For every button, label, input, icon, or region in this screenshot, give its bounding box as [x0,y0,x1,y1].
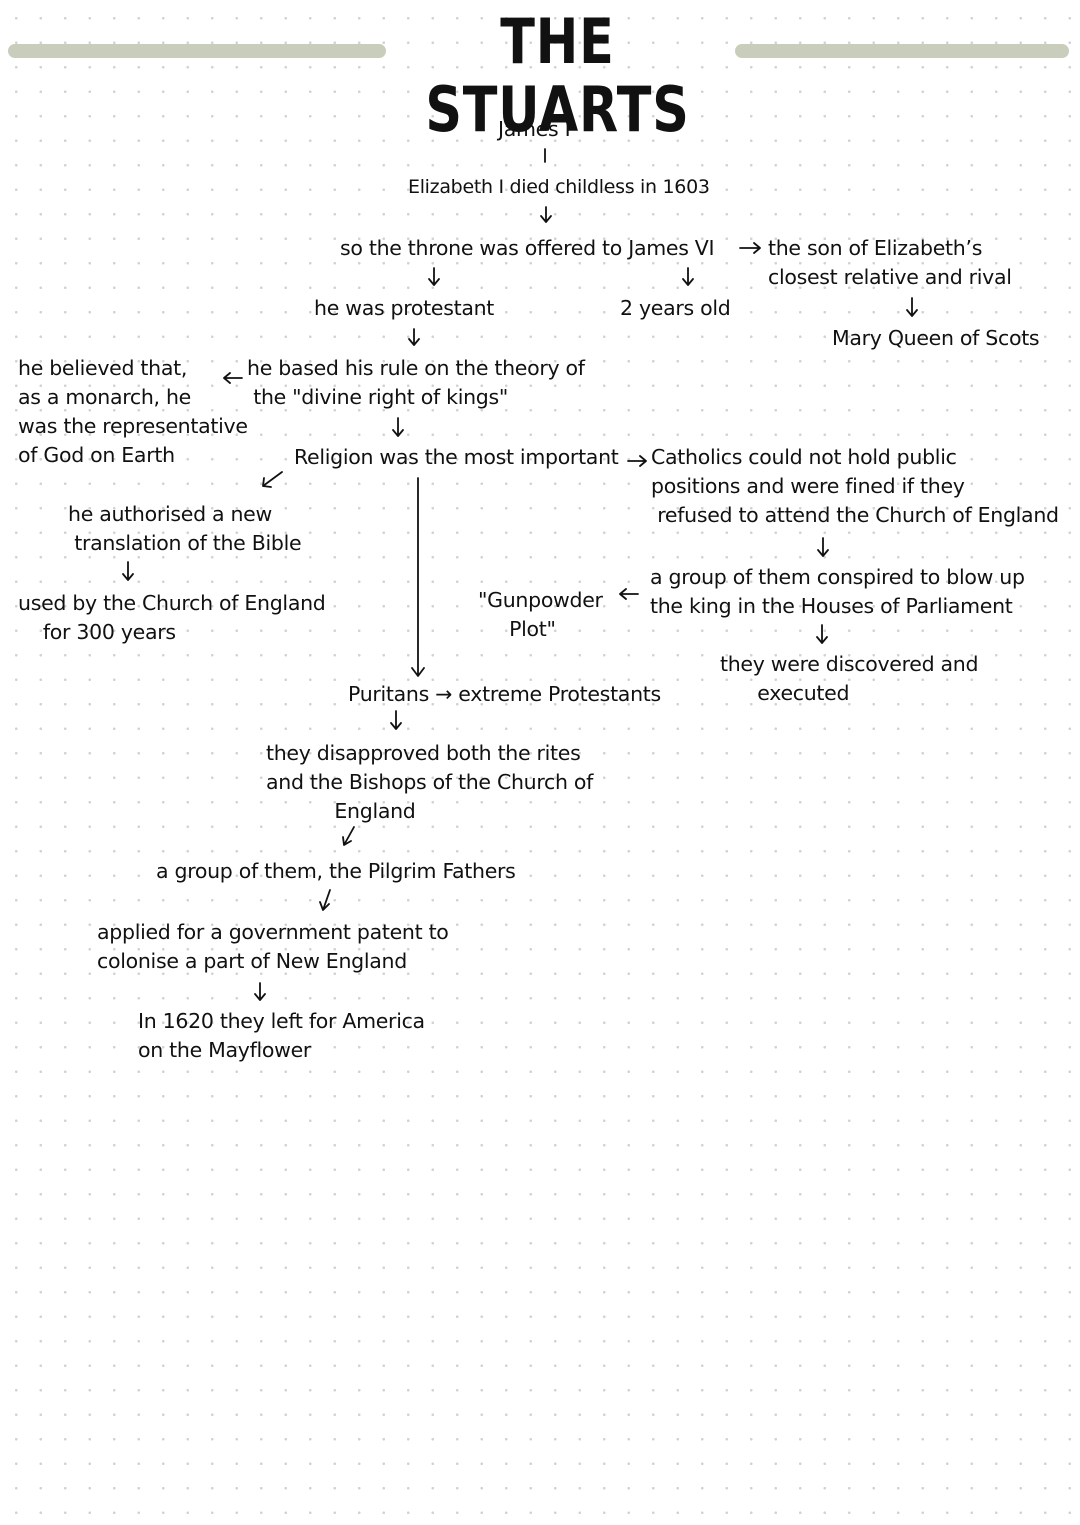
arrow-religion-catholics [627,455,647,467]
node-puritans: Puritans → extreme Protestants [348,682,661,706]
arrow-religion-puritans [411,477,425,677]
arrow-applied-america [254,982,266,1001]
node-elizabeth: Elizabeth I died childless in 1603 [408,176,710,198]
node-son: the son of Elizabeth’s closest relative … [768,236,1012,289]
arrow-throne-protestant [428,267,440,286]
node-applied: applied for a government patent to colon… [97,920,449,973]
arrow-group-gunpowder [619,588,639,600]
arrow-group-discovered [816,624,828,644]
arrow-religion-bible [262,471,283,488]
node-catholics: Catholics could not hold public position… [651,445,1059,527]
arrow-throne-years [682,267,694,286]
arrow-bible-used [122,561,134,581]
arrow-son-mary [906,297,918,317]
arrow-pilgrim-applied [319,889,331,911]
arrow-throne-son [739,242,761,254]
node-america: In 1620 they left for America on the May… [138,1009,425,1062]
node-gunpowder: "Gunpowder Plot" [478,588,603,641]
node-divine: he based his rule on the theory of the "… [247,356,585,409]
title-bar-right [735,44,1069,58]
arrow-protestant-divine [408,328,420,346]
node-pilgrim: a group of them, the Pilgrim Fathers [156,859,516,883]
title-bar-left [8,44,386,58]
node-years: 2 years old [620,296,731,320]
node-discovered: they were discovered and executed [720,652,979,705]
node-bible: he authorised a new translation of the B… [68,502,302,555]
arrow-disapproved-pilgrim [342,826,355,846]
node-used: used by the Church of England for 300 ye… [18,591,326,644]
arrow-elizabeth-throne [540,206,552,223]
arrow-puritans-disapproved [390,710,402,730]
arrow-divine-religion [392,417,404,437]
arrow-catholics-group [817,537,829,557]
node-mary: Mary Queen of Scots [832,326,1040,350]
node-protestant: he was protestant [314,296,495,320]
node-group-conspired: a group of them conspired to blow up the… [650,565,1025,618]
node-james: James I [498,117,571,141]
page-title: THE STUARTS [425,5,690,147]
node-believed: he believed that, as a monarch, he was t… [18,356,248,467]
node-disapproved: they disapproved both the rites and the … [266,741,594,823]
node-throne: so the throne was offered to James VI [340,236,715,260]
node-religion: Religion was the most important [294,445,619,469]
